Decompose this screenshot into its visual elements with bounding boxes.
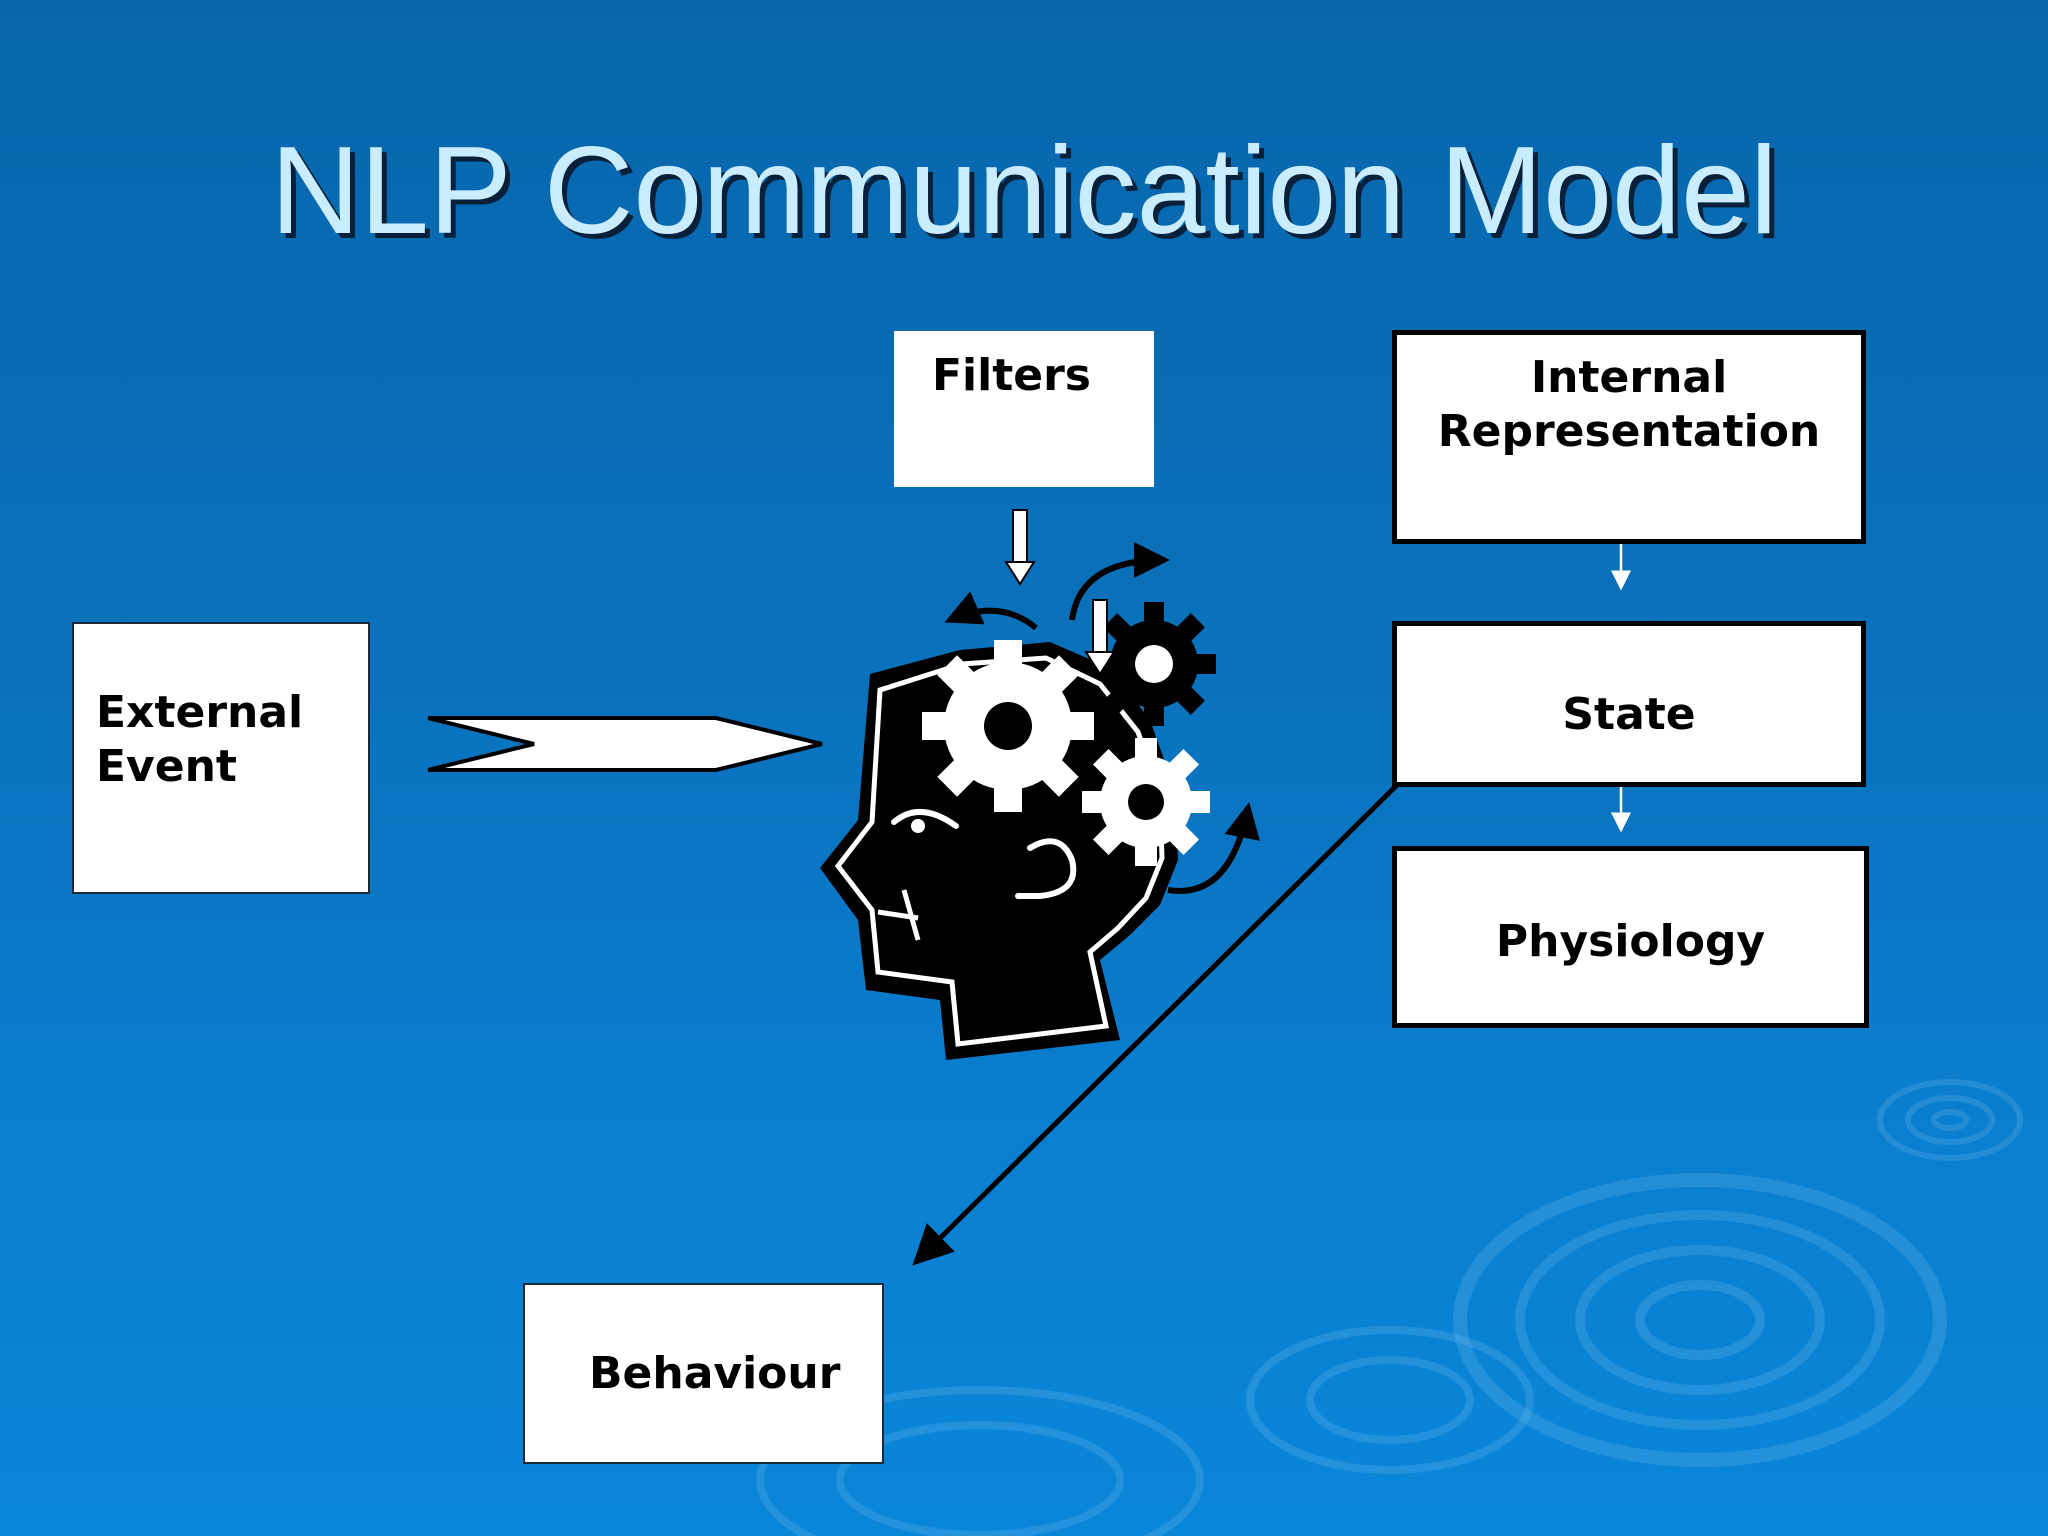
external-event-label: External Event [96,687,304,792]
behaviour-label: Behaviour [589,1348,841,1399]
slide-title: NLP Communication Model [270,122,1778,260]
internal-representation-label: Internal Representation [1437,352,1821,457]
state-label: State [1562,689,1696,740]
state-box: State [1392,621,1866,787]
external-event-box: External Event [72,622,370,894]
physiology-label: Physiology [1495,916,1766,967]
physiology-box: Physiology [1392,846,1869,1028]
behaviour-box: Behaviour [523,1283,884,1464]
filters-label: Filters [932,350,1091,401]
filters-box: Filters [894,331,1154,487]
internal-representation-box: Internal Representation [1392,330,1866,544]
